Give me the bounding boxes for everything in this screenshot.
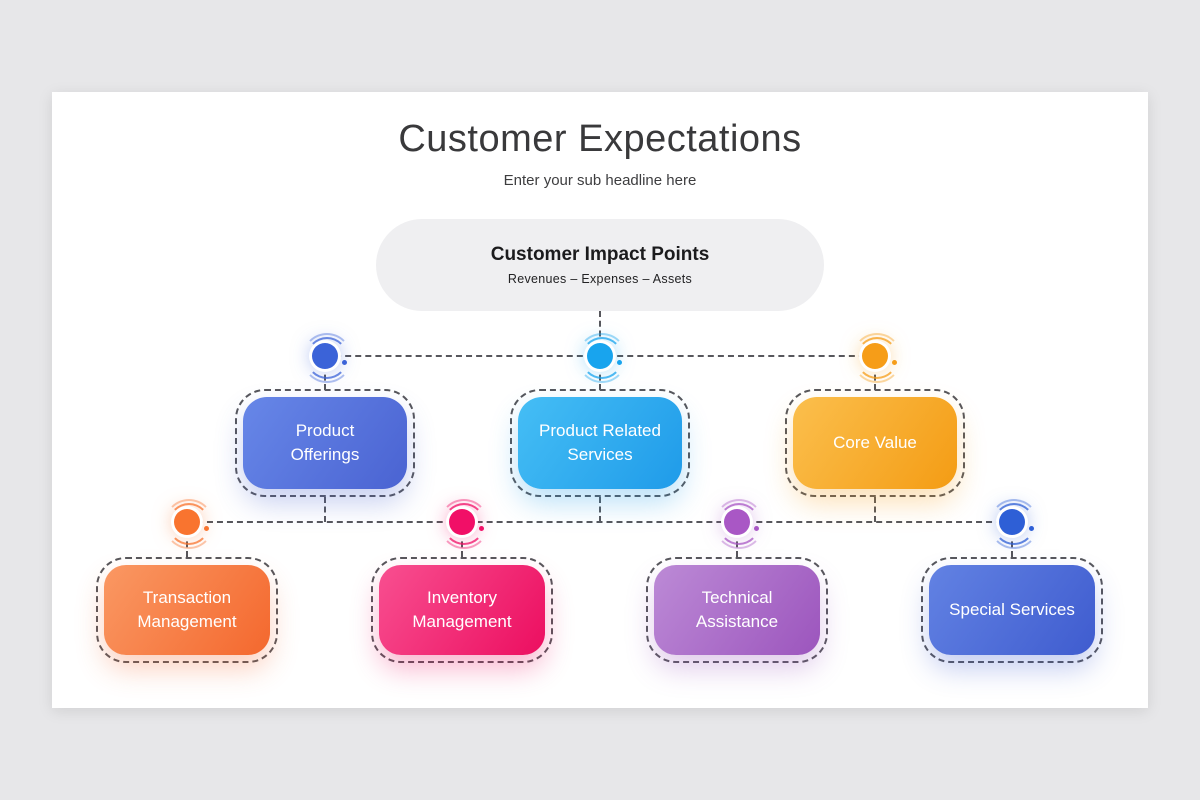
satellite-dot xyxy=(204,526,209,531)
node-outline-transaction-management xyxy=(96,557,278,663)
node-product-offerings: Product Offerings xyxy=(243,397,407,489)
connector-level2-horizontal xyxy=(187,521,1012,523)
node-outline-core-value xyxy=(785,389,965,497)
node-outline-product-related-services xyxy=(510,389,690,497)
connector-dot-lightblue xyxy=(577,333,627,383)
node-outline-special-services xyxy=(921,557,1103,663)
connector-box2-to-level2 xyxy=(599,497,601,522)
node-outline-inventory-management xyxy=(371,557,553,663)
slide-canvas: Customer Expectations Enter your sub hea… xyxy=(52,92,1148,708)
satellite-dot xyxy=(479,526,484,531)
page-title: Customer Expectations xyxy=(398,118,802,160)
node-technical-assistance: Technical Assistance xyxy=(654,565,820,655)
root-node-customer-impact-points: Customer Impact Points Revenues – Expens… xyxy=(376,219,824,311)
satellite-dot xyxy=(342,360,347,365)
node-outline-technical-assistance xyxy=(646,557,828,663)
connector-dot-blue2 xyxy=(989,499,1039,549)
satellite-dot xyxy=(1029,526,1034,531)
node-product-related-services: Product Related Services xyxy=(518,397,682,489)
connector-box3-to-level2 xyxy=(874,497,876,522)
root-node-title: Customer Impact Points xyxy=(490,244,710,265)
page-subtitle: Enter your sub headline here xyxy=(503,172,697,189)
root-node-subtitle: Revenues – Expenses – Assets xyxy=(507,272,693,286)
node-core-value: Core Value xyxy=(793,397,957,489)
satellite-dot xyxy=(892,360,897,365)
node-special-services: Special Services xyxy=(929,565,1095,655)
node-outline-product-offerings xyxy=(235,389,415,497)
connector-box1-to-level2 xyxy=(324,497,326,522)
connector-dot-pink xyxy=(439,499,489,549)
connector-dot-orange xyxy=(164,499,214,549)
connector-dot-purple xyxy=(714,499,764,549)
node-transaction-management: Transaction Management xyxy=(104,565,270,655)
satellite-dot xyxy=(754,526,759,531)
satellite-dot xyxy=(617,360,622,365)
node-inventory-management: Inventory Management xyxy=(379,565,545,655)
connector-dot-amber xyxy=(852,333,902,383)
connector-dot-blue xyxy=(302,333,352,383)
